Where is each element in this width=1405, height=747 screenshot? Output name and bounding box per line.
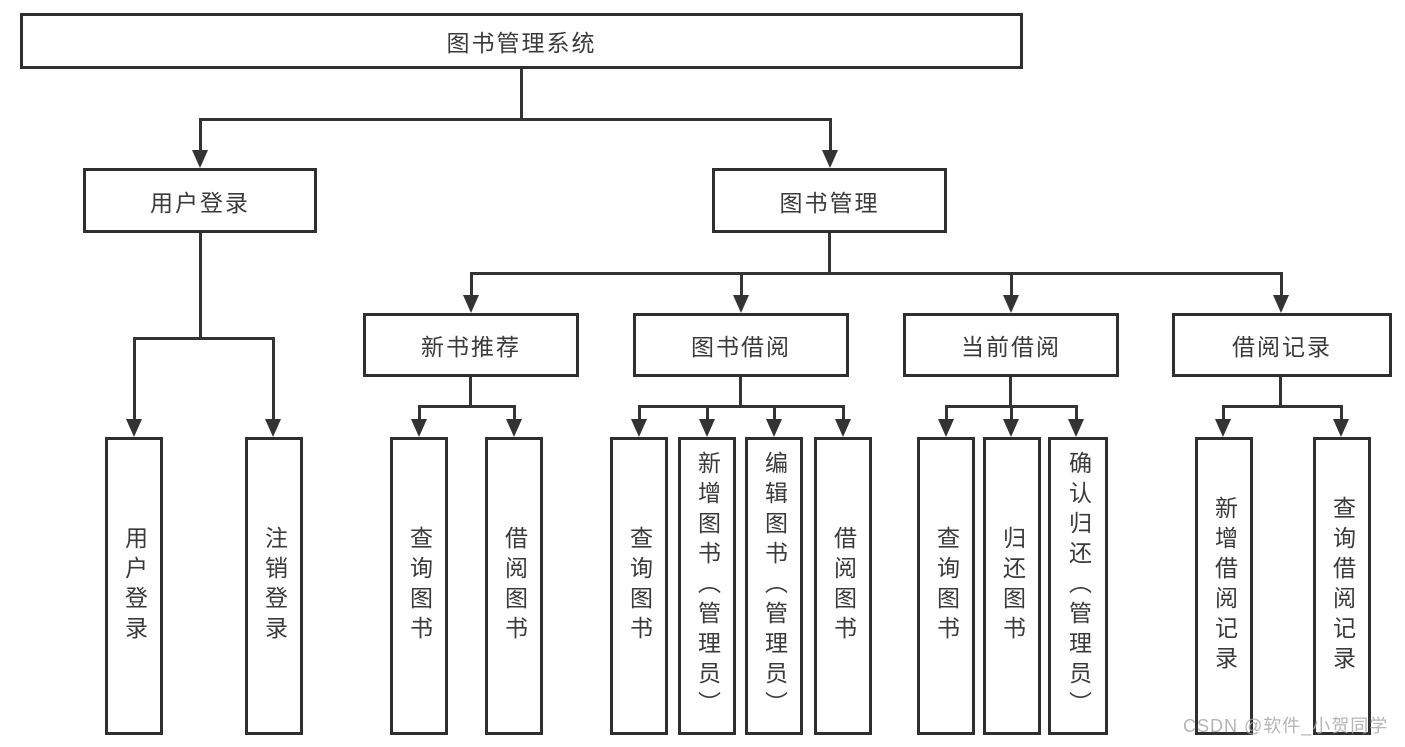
connector-drop-leaf <box>272 337 275 422</box>
arrow-down-icon <box>126 419 142 437</box>
connector-level3-rail <box>470 272 1283 275</box>
connector-rail <box>638 405 845 408</box>
connector-drop-leaf <box>706 405 709 422</box>
node-new-book-recommend: 新书推荐 <box>363 313 579 377</box>
connector-drop-leaf <box>842 405 845 422</box>
node-borrow-record: 借阅记录 <box>1172 313 1392 377</box>
arrow-down-icon <box>411 419 427 437</box>
leaf-query-book: 查询图书 <box>610 437 668 735</box>
node-label: 图书管理系统 <box>446 30 597 56</box>
leaf-label: 借阅图书 <box>830 526 857 646</box>
connector-drop-user-login <box>199 118 202 154</box>
arrow-down-icon <box>1273 295 1289 313</box>
arrow-down-icon <box>733 295 749 313</box>
arrow-down-icon <box>1333 419 1349 437</box>
leaf-confirm-return-admin: 确认归还（管理员） <box>1048 437 1108 735</box>
connector-drop-leaf <box>133 337 136 422</box>
connector-drop-leaf <box>773 405 776 422</box>
connector-stem <box>1279 377 1282 408</box>
arrow-down-icon <box>463 295 479 313</box>
node-label: 用户登录 <box>150 189 250 216</box>
connector-user-login-rail <box>133 337 275 340</box>
node-user-login: 用户登录 <box>83 168 317 233</box>
leaf-label: 用户登录 <box>121 526 148 646</box>
arrow-down-icon <box>822 150 838 168</box>
node-label: 图书管理 <box>779 189 880 216</box>
connector-drop-leaf <box>418 405 421 422</box>
leaf-add-book-admin: 新增图书（管理员） <box>678 437 736 735</box>
connector-drop-new-book <box>470 272 473 299</box>
leaf-label: 归还图书 <box>999 526 1026 646</box>
leaf-query-book: 查询图书 <box>390 437 448 735</box>
connector-rail <box>418 405 516 408</box>
connector-book-mgmt-stem <box>828 233 831 275</box>
arrow-down-icon <box>1068 419 1084 437</box>
node-label: 新书推荐 <box>421 334 521 360</box>
leaf-label: 新增图书（管理员） <box>694 451 721 721</box>
connector-drop-current-borrow <box>1010 272 1013 299</box>
leaf-return-book: 归还图书 <box>983 437 1041 735</box>
node-label: 图书借阅 <box>691 334 791 360</box>
connector-level2-rail <box>199 118 832 121</box>
arrow-down-icon <box>506 419 522 437</box>
connector-drop-leaf <box>638 405 641 422</box>
leaf-edit-book-admin: 编辑图书（管理员） <box>745 437 803 735</box>
arrow-down-icon <box>631 419 647 437</box>
leaf-label: 查询图书 <box>626 526 653 646</box>
leaf-query-book: 查询图书 <box>917 437 975 735</box>
leaf-add-borrow-record: 新增借阅记录 <box>1195 437 1253 735</box>
connector-root-stem <box>520 69 523 118</box>
node-label: 当前借阅 <box>961 334 1061 360</box>
leaf-logout: 注销登录 <box>245 437 303 735</box>
connector-rail <box>1222 405 1342 408</box>
leaf-user-login: 用户登录 <box>105 437 163 735</box>
arrow-down-icon <box>1215 419 1231 437</box>
leaf-label: 新增借阅记录 <box>1211 496 1238 676</box>
leaf-borrow-book: 借阅图书 <box>485 437 543 735</box>
leaf-label: 注销登录 <box>261 526 288 646</box>
arrow-down-icon <box>835 419 851 437</box>
leaf-label: 确认归还（管理员） <box>1065 451 1092 721</box>
leaf-label: 查询图书 <box>933 526 960 646</box>
csdn-watermark: CSDN @软件_小贺同学 <box>1183 716 1389 736</box>
node-label: 借阅记录 <box>1232 334 1332 360</box>
node-root-library-system: 图书管理系统 <box>20 13 1023 69</box>
arrow-down-icon <box>265 419 281 437</box>
arrow-down-icon <box>699 419 715 437</box>
arrow-down-icon <box>938 419 954 437</box>
connector-drop-book-borrow <box>740 272 743 299</box>
connector-drop-book-mgmt <box>829 118 832 154</box>
leaf-query-borrow-record: 查询借阅记录 <box>1313 437 1371 735</box>
connector-user-login-stem <box>199 233 202 340</box>
connector-stem <box>739 377 742 408</box>
connector-drop-borrow-record <box>1280 272 1283 299</box>
node-book-management: 图书管理 <box>712 168 947 233</box>
arrow-down-icon <box>1003 295 1019 313</box>
leaf-borrow-book: 借阅图书 <box>814 437 872 735</box>
arrow-down-icon <box>192 150 208 168</box>
node-current-borrow: 当前借阅 <box>903 313 1119 377</box>
connector-drop-leaf <box>1075 405 1078 422</box>
connector-drop-leaf <box>1010 405 1013 422</box>
connector-drop-leaf <box>513 405 516 422</box>
connector-drop-leaf <box>1222 405 1225 422</box>
connector-drop-leaf <box>1340 405 1343 422</box>
leaf-label: 借阅图书 <box>501 526 528 646</box>
connector-drop-leaf <box>945 405 948 422</box>
arrow-down-icon <box>766 419 782 437</box>
arrow-down-icon <box>1003 419 1019 437</box>
node-book-borrow: 图书借阅 <box>633 313 849 377</box>
leaf-label: 查询图书 <box>406 526 433 646</box>
connector-stem <box>1009 377 1012 408</box>
leaf-label: 编辑图书（管理员） <box>761 451 788 721</box>
connector-stem <box>469 377 472 408</box>
leaf-label: 查询借阅记录 <box>1329 496 1356 676</box>
